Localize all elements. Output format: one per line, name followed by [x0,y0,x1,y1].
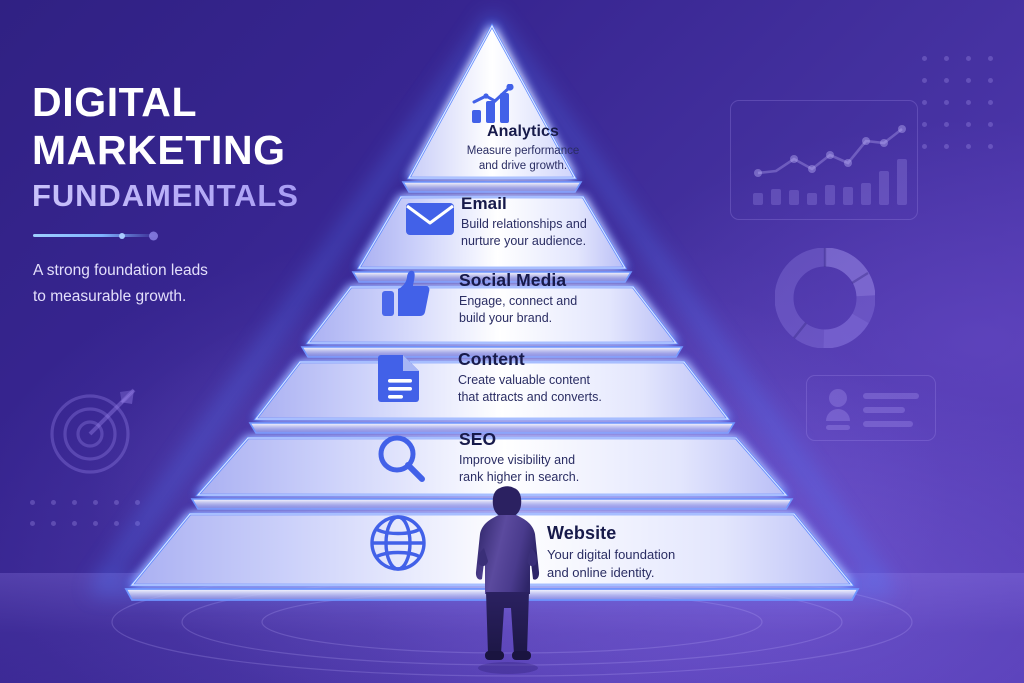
tier-desc-line2: build your brand. [459,310,553,325]
title-line-1: DIGITAL [32,79,198,125]
accent-divider [33,231,158,240]
tier-desc-line2: that attracts and converts. [458,389,602,404]
globe-icon [370,515,426,571]
subtitle-line-1: A strong foundation leads [33,262,208,279]
accent-dot [119,232,125,239]
tier-label-content[interactable]: Content Create valuable content that att… [458,348,698,405]
tier-label-website[interactable]: Website Your digital foundation and onli… [547,521,797,581]
tier-desc-line1: Build relationships and [461,217,587,231]
pyramid-tier-content[interactable] [248,360,736,434]
title-line-3: FUNDAMENTALS [32,176,362,216]
tier-desc-line1: Create valuable content [458,373,591,387]
tier-label-analytics[interactable]: Analytics Measure performance and drive … [453,122,593,174]
tier-label-social-media[interactable]: Social Media Engage, connect and build y… [459,269,689,326]
profile-card [806,375,936,441]
tier-desc-line2: and drive growth. [478,160,568,172]
accent-dot [149,231,158,240]
bar-chart-trend-icon [472,84,514,123]
profile-card-icon [826,389,919,430]
tier-desc-line2: nurture your audience. [461,233,587,248]
tier-desc-line1: Your digital foundation [547,547,676,562]
document-icon [378,355,419,402]
growth-chart-icon [753,125,907,205]
envelope-icon [406,203,454,235]
pyramid-tier-seo[interactable] [190,436,794,510]
tier-label-seo[interactable]: SEO Improve visibility and rank higher i… [459,428,689,485]
tier-title: Analytics [486,123,560,140]
tier-title: Website [547,523,617,543]
subtitle: A strong foundation leads to measurable … [33,258,293,310]
tier-desc-line1: Engage, connect and [459,294,578,308]
tier-title: Email [461,194,507,213]
tier-desc-line1: Measure performance [466,145,580,157]
tier-desc-line1: Improve visibility and [459,453,576,467]
thumbs-up-icon [382,270,430,316]
tier-desc-line2: and online identity. [547,564,655,580]
magnifier-icon [378,435,425,482]
person-silhouette [475,486,540,674]
subtitle-line-2: to measurable growth. [33,288,187,305]
tier-title: Social Media [459,270,567,290]
title-line-2: MARKETING [32,127,286,173]
page-title: DIGITAL MARKETING FUNDAMENTALS [32,78,362,216]
growth-chart-card [730,100,918,220]
tier-title: Content [458,349,525,369]
tier-label-email[interactable]: Email Build relationships and nurture yo… [461,193,681,249]
tier-title: SEO [459,429,497,449]
